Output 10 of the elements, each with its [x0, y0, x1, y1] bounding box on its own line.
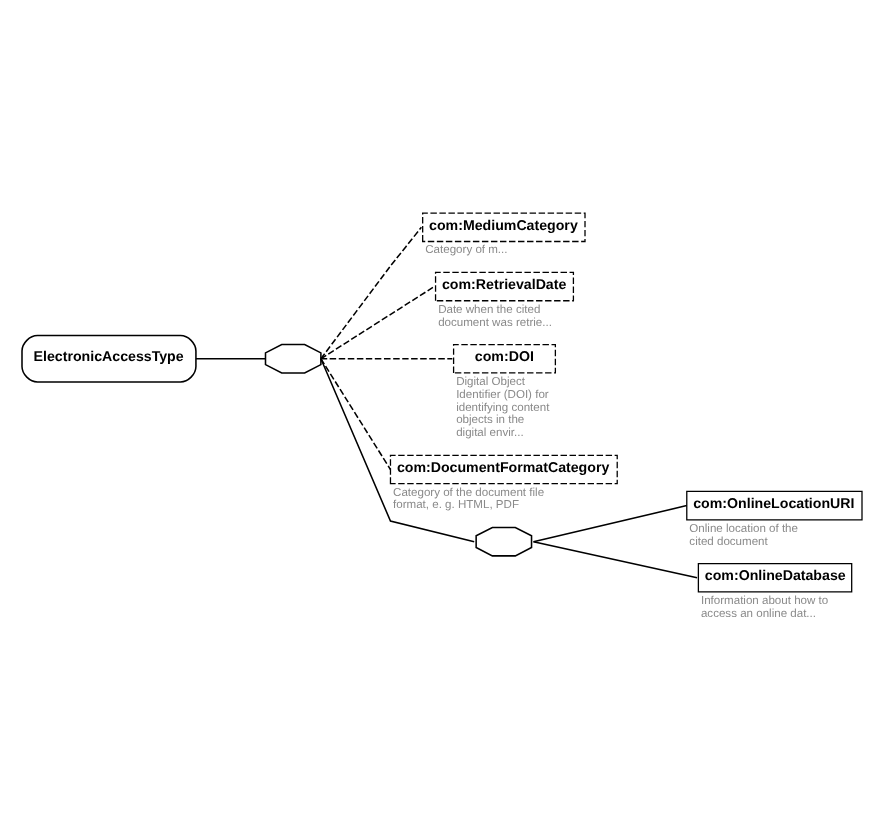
connector	[320, 357, 475, 543]
connector	[195, 357, 267, 360]
connector	[532, 504, 688, 543]
connector	[532, 540, 698, 579]
node-octagon	[264, 343, 322, 374]
node-octagon	[475, 526, 533, 557]
connector	[320, 285, 436, 360]
connector	[320, 357, 392, 471]
connector	[320, 357, 454, 360]
connector	[320, 226, 423, 360]
